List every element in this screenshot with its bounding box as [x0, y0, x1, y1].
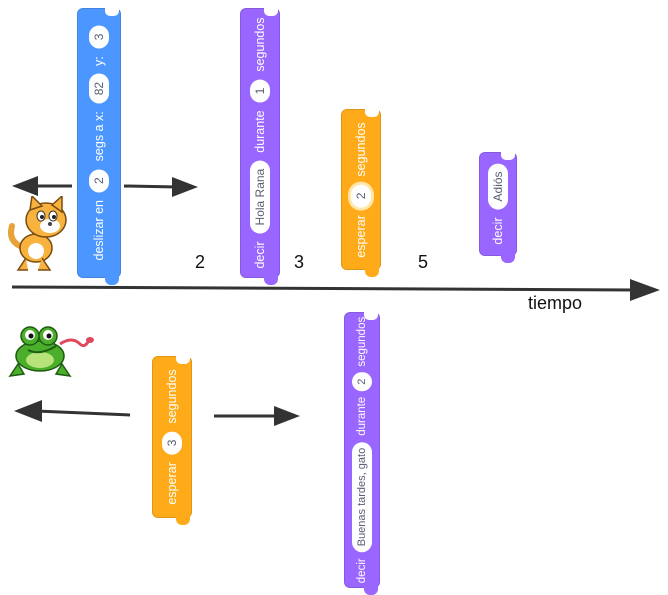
say-adios-input[interactable]: Adiós	[488, 163, 508, 210]
frog-say-suffix-label: segundos	[356, 316, 368, 367]
frog-wait-suffix-label: segundos	[165, 369, 179, 424]
cat-sprite-icon	[8, 196, 67, 271]
frog-left-arrowhead	[14, 400, 42, 422]
glide-secs-input[interactable]: 2	[89, 169, 109, 193]
wait-block-cat[interactable]: esperar 2 segundos	[341, 108, 381, 277]
frog-say-text-input[interactable]: Buenas tardes, gato	[352, 441, 372, 553]
frog-wait-secs-input[interactable]: 3	[162, 431, 182, 455]
frog-say-secs-input[interactable]: 2	[352, 372, 372, 391]
frog-say-mid-label: durante	[356, 396, 368, 436]
glide-y-input[interactable]: 3	[89, 25, 109, 49]
say-adios-prefix-label: decir	[491, 217, 505, 245]
glide-block[interactable]: deslizar en 2 segs a x: 82 y: 3	[77, 7, 121, 285]
wait-secs-input[interactable]: 2	[351, 184, 371, 207]
wait-prefix-label: esperar	[354, 214, 368, 258]
time-mark-3: 3	[294, 252, 305, 272]
cat-right-arrow-line	[123, 184, 179, 189]
glide-y-label: y:	[92, 56, 106, 66]
glide-mid-label: segs a x:	[92, 111, 106, 162]
say-prefix-label: decir	[253, 241, 267, 269]
say-block-cat[interactable]: decir Adiós	[479, 151, 517, 263]
frog-sprite-icon	[8, 326, 94, 377]
frog-wait-prefix-label: esperar	[165, 462, 179, 505]
wait-suffix-label: segundos	[354, 121, 368, 177]
time-axis-label: tiempo	[528, 293, 583, 313]
say-for-block-frog[interactable]: decir Buenas tardes, gato durante 2 segu…	[344, 311, 380, 595]
frog-left-arrow-line	[35, 409, 131, 417]
say-for-block-cat[interactable]: decir Hola Rana durante 1 segundos	[240, 7, 280, 285]
frog-say-prefix-label: decir	[356, 558, 368, 584]
say-suffix-label: segundos	[253, 17, 267, 72]
time-axis-arrowhead	[630, 279, 660, 301]
say-text-input[interactable]: Hola Rana	[250, 160, 270, 234]
time-axis-line	[11, 285, 641, 292]
time-mark-5: 5	[418, 252, 429, 272]
glide-prefix-label: deslizar en	[92, 200, 106, 261]
frog-right-arrowhead	[274, 406, 300, 426]
say-secs-input[interactable]: 1	[250, 79, 270, 103]
wait-block-frog[interactable]: esperar 3 segundos	[152, 355, 192, 525]
time-mark-2: 2	[195, 252, 206, 272]
glide-x-input[interactable]: 82	[89, 73, 109, 104]
cat-right-arrowhead	[172, 177, 198, 197]
cat-left-arrowhead	[12, 176, 38, 196]
say-mid-label: durante	[253, 110, 267, 153]
